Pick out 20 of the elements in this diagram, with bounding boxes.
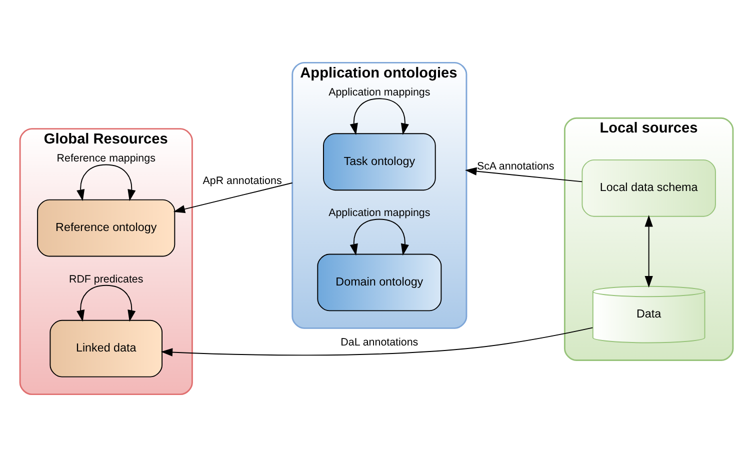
node-box: Task ontology [323, 133, 436, 191]
node-box: Linked data [50, 320, 163, 378]
edge-label: Application mappings [328, 86, 430, 99]
arrow [160, 327, 594, 356]
arrow [76, 164, 136, 202]
edge-label: Application mappings [328, 207, 430, 220]
node-box: Local data schema [582, 159, 716, 217]
edge-label: ApR annotations [202, 175, 282, 188]
node-box: Reference ontology [37, 199, 176, 257]
edge-label: ScA annotations [476, 160, 554, 172]
arrow [173, 182, 293, 214]
edge-label: RDF predicates [68, 273, 144, 286]
edge-label: DaL annotations [340, 336, 418, 349]
arrow [350, 218, 409, 256]
edge-label: Reference mappings [56, 152, 156, 165]
arrow [76, 284, 136, 322]
arrow [465, 167, 583, 182]
arrow [350, 98, 409, 136]
node-box: Domain ontology [317, 254, 442, 312]
arrow [644, 215, 653, 288]
